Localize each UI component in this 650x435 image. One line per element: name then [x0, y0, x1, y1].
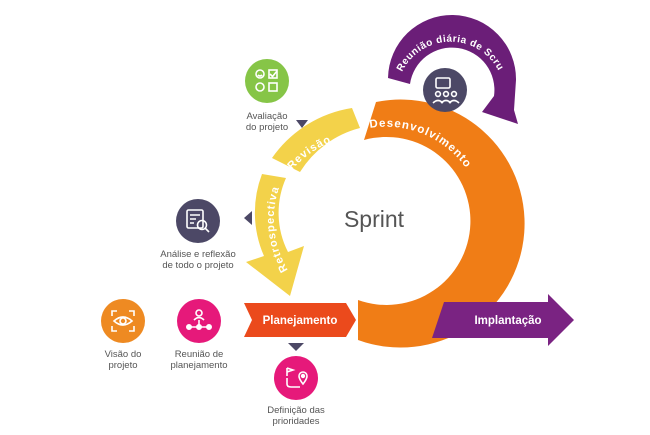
development-arc — [358, 99, 525, 348]
daily-scrum-team-glyph — [432, 77, 460, 104]
daily-scrum-team-icon — [423, 68, 467, 112]
review-arc — [272, 108, 360, 172]
deployment-arrow — [432, 294, 574, 346]
planning-label: Planejamento — [263, 315, 338, 327]
analysis-caption: Análise e reflexão de todo o projeto — [160, 249, 236, 271]
daily-scrum-arc — [388, 15, 518, 124]
evaluation-caption: Avaliação do projeto — [245, 111, 289, 133]
deployment-label: Implantação — [474, 315, 541, 327]
retrospective-arc — [246, 174, 304, 296]
analysis-pointer — [244, 211, 252, 225]
evaluation-checklist-icon — [245, 59, 289, 103]
evaluation-pointer — [296, 120, 308, 128]
planning-meeting-network-icon — [177, 299, 221, 343]
vision-eye-icon — [101, 299, 145, 343]
planning-meeting-caption: Reunião de planejamento — [170, 349, 228, 371]
vision-caption: Visão do projeto — [104, 349, 142, 371]
planning-banner — [244, 303, 356, 337]
analysis-magnifier-icon — [176, 199, 220, 243]
priorities-caption: Definição das prioridades — [267, 405, 325, 427]
center-title: Sprint — [344, 206, 405, 232]
priorities-pointer — [288, 343, 304, 351]
priorities-flag-route-icon — [274, 356, 318, 400]
